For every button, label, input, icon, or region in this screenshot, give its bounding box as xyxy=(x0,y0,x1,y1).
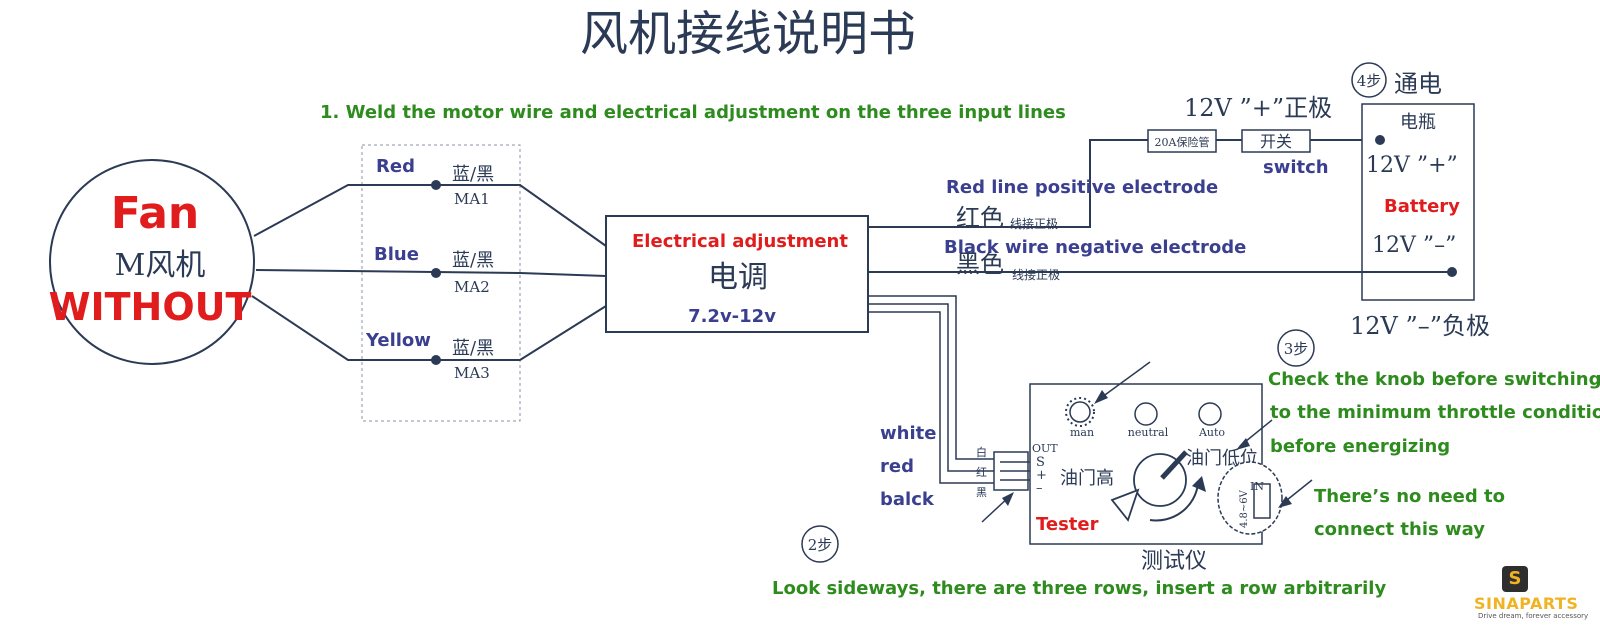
wire-cn-2: 蓝/黑 xyxy=(452,250,494,271)
no-need-line-2: connect this way xyxy=(1314,519,1485,540)
signal-wire-en-white: white xyxy=(880,423,936,444)
arrow-to-low-head xyxy=(1236,438,1250,450)
switch-en-label: switch xyxy=(1263,157,1329,178)
step3-badge-label: 3步 xyxy=(1284,340,1309,358)
page-title: 风机接线说明书 xyxy=(580,6,916,62)
step1-instruction: 1. Weld the motor wire and electrical ad… xyxy=(320,102,1066,123)
negative-line-cn: 黑色 xyxy=(956,250,1004,278)
neutral-led-icon xyxy=(1134,402,1158,426)
tester-pin-s: S xyxy=(1036,455,1045,470)
esc-box xyxy=(605,215,869,333)
tester-pin-minus: – xyxy=(1036,481,1043,496)
in-port-connector xyxy=(1253,483,1271,519)
fan-cn-label: M风机 xyxy=(115,248,206,283)
signal-wire-cn-white: 白 xyxy=(976,445,987,459)
step3-line-1: Check the knob before switching on xyxy=(1268,369,1600,390)
battery-positive-terminal xyxy=(1375,135,1385,145)
step3-line-3: before energizing xyxy=(1270,436,1450,457)
positive-line-cn: 红色 xyxy=(956,204,1004,232)
in-port-label: IN xyxy=(1250,480,1264,493)
positive-line-cn-small: 线接正极 xyxy=(1010,216,1058,231)
wire-code-1: MA1 xyxy=(454,190,490,208)
wire-cn-3: 蓝/黑 xyxy=(452,338,494,359)
fuse-label: 20A保险管 xyxy=(1155,135,1210,149)
fan-label: Fan xyxy=(111,188,200,239)
brand-tagline: Drive dream, forever accessory xyxy=(1478,612,1589,620)
arrow-to-man-led-head xyxy=(1094,390,1108,404)
knob-pointer xyxy=(1160,450,1188,480)
wire-color-red: Red xyxy=(376,156,415,177)
wire-joint-1 xyxy=(431,180,441,190)
fan-circle xyxy=(49,159,255,365)
step3-badge xyxy=(1277,329,1315,367)
arrow-to-in-port-head xyxy=(1278,496,1292,508)
in-port-cloud xyxy=(1217,461,1283,535)
step4-badge xyxy=(1351,62,1387,98)
brand-name: SINAPARTS xyxy=(1474,594,1579,613)
man-led-icon xyxy=(1069,401,1091,423)
motor-wire-red xyxy=(253,184,607,247)
esc-label: Electrical adjustment xyxy=(632,231,848,252)
rotation-arrow-head xyxy=(1192,476,1206,492)
tester-cn-label: 测试仪 xyxy=(1141,549,1207,574)
wire-cn-1: 蓝/黑 xyxy=(452,164,494,185)
motor-wire-blue xyxy=(255,269,607,277)
fan-without-label: WITHOUT xyxy=(49,285,252,329)
switch-cn-label: 开关 xyxy=(1260,132,1292,151)
man-led-rays xyxy=(1065,397,1095,427)
wire-color-blue: Blue xyxy=(374,244,419,265)
step3-line-2: to the minimum throttle condition xyxy=(1270,402,1600,423)
wire-joint-2 xyxy=(431,268,441,278)
tester-out-label: OUT xyxy=(1032,442,1058,455)
no-need-line-1: There’s no need to xyxy=(1314,486,1505,507)
mode-auto-label: Auto xyxy=(1198,426,1225,439)
mode-man-label: man xyxy=(1070,426,1094,439)
positive-line-en: Red line positive electrode xyxy=(946,177,1218,198)
tester-pin-plus: + xyxy=(1036,468,1047,483)
knob-tail-icon xyxy=(1110,488,1140,522)
throttle-low-label: 油门低位 xyxy=(1186,448,1258,469)
signal-wire-white xyxy=(868,295,994,460)
signal-wire-red xyxy=(868,303,994,472)
esc-cn-label: 电调 xyxy=(708,260,768,295)
connector-dashed-box xyxy=(361,144,521,422)
wire-code-2: MA2 xyxy=(454,278,490,296)
battery-plus-label: 12V ”+” xyxy=(1366,153,1458,178)
rotation-arrow-icon xyxy=(1149,483,1199,522)
tester-en-label: Tester xyxy=(1036,514,1099,535)
negative-line-en: Black wire negative electrode xyxy=(944,237,1246,258)
signal-wire-cn-red: 红 xyxy=(976,466,987,479)
step4-badge-label: 4步 xyxy=(1357,72,1382,90)
wire-code-3: MA3 xyxy=(454,364,490,382)
battery-minus-label: 12V ”–” xyxy=(1372,233,1456,258)
step2-text: Look sideways, there are three rows, ins… xyxy=(772,578,1386,599)
wire-joint-3 xyxy=(431,355,441,365)
mode-neutral-label: neutral xyxy=(1128,426,1169,439)
signal-wire-en-black: balck xyxy=(880,489,935,510)
battery-en-label: Battery xyxy=(1384,196,1460,217)
brand-watermark: S SINAPARTS Drive dream, forever accesso… xyxy=(1474,566,1588,622)
negative-line-cn-small: 线接正极 xyxy=(1012,267,1060,282)
signal-wire-en-red: red xyxy=(880,456,914,477)
step2-badge xyxy=(801,525,839,563)
auto-led-icon xyxy=(1198,402,1222,426)
top-voltage-label: 12V ”+”正极 xyxy=(1184,94,1332,122)
positive-wire xyxy=(868,139,1148,228)
step2-badge-label: 2步 xyxy=(808,536,833,554)
esc-voltage: 7.2v-12v xyxy=(688,306,776,327)
throttle-high-label: 油门高 xyxy=(1060,468,1114,489)
bottom-voltage-label: 12V ”–”负极 xyxy=(1350,312,1490,340)
wire-color-yellow: Yellow xyxy=(365,330,431,351)
signal-wire-black xyxy=(868,311,994,484)
arrow-to-plug-head xyxy=(1002,492,1014,506)
battery-cn-label: 电瓶 xyxy=(1400,112,1436,133)
brand-logo-icon: S xyxy=(1502,566,1528,592)
arrow-to-man-led xyxy=(1097,361,1151,401)
signal-wire-cn-black: 黑 xyxy=(976,486,987,499)
in-port-voltage: 4.8~6V xyxy=(1239,489,1250,528)
step4-text: 通电 xyxy=(1394,70,1442,98)
